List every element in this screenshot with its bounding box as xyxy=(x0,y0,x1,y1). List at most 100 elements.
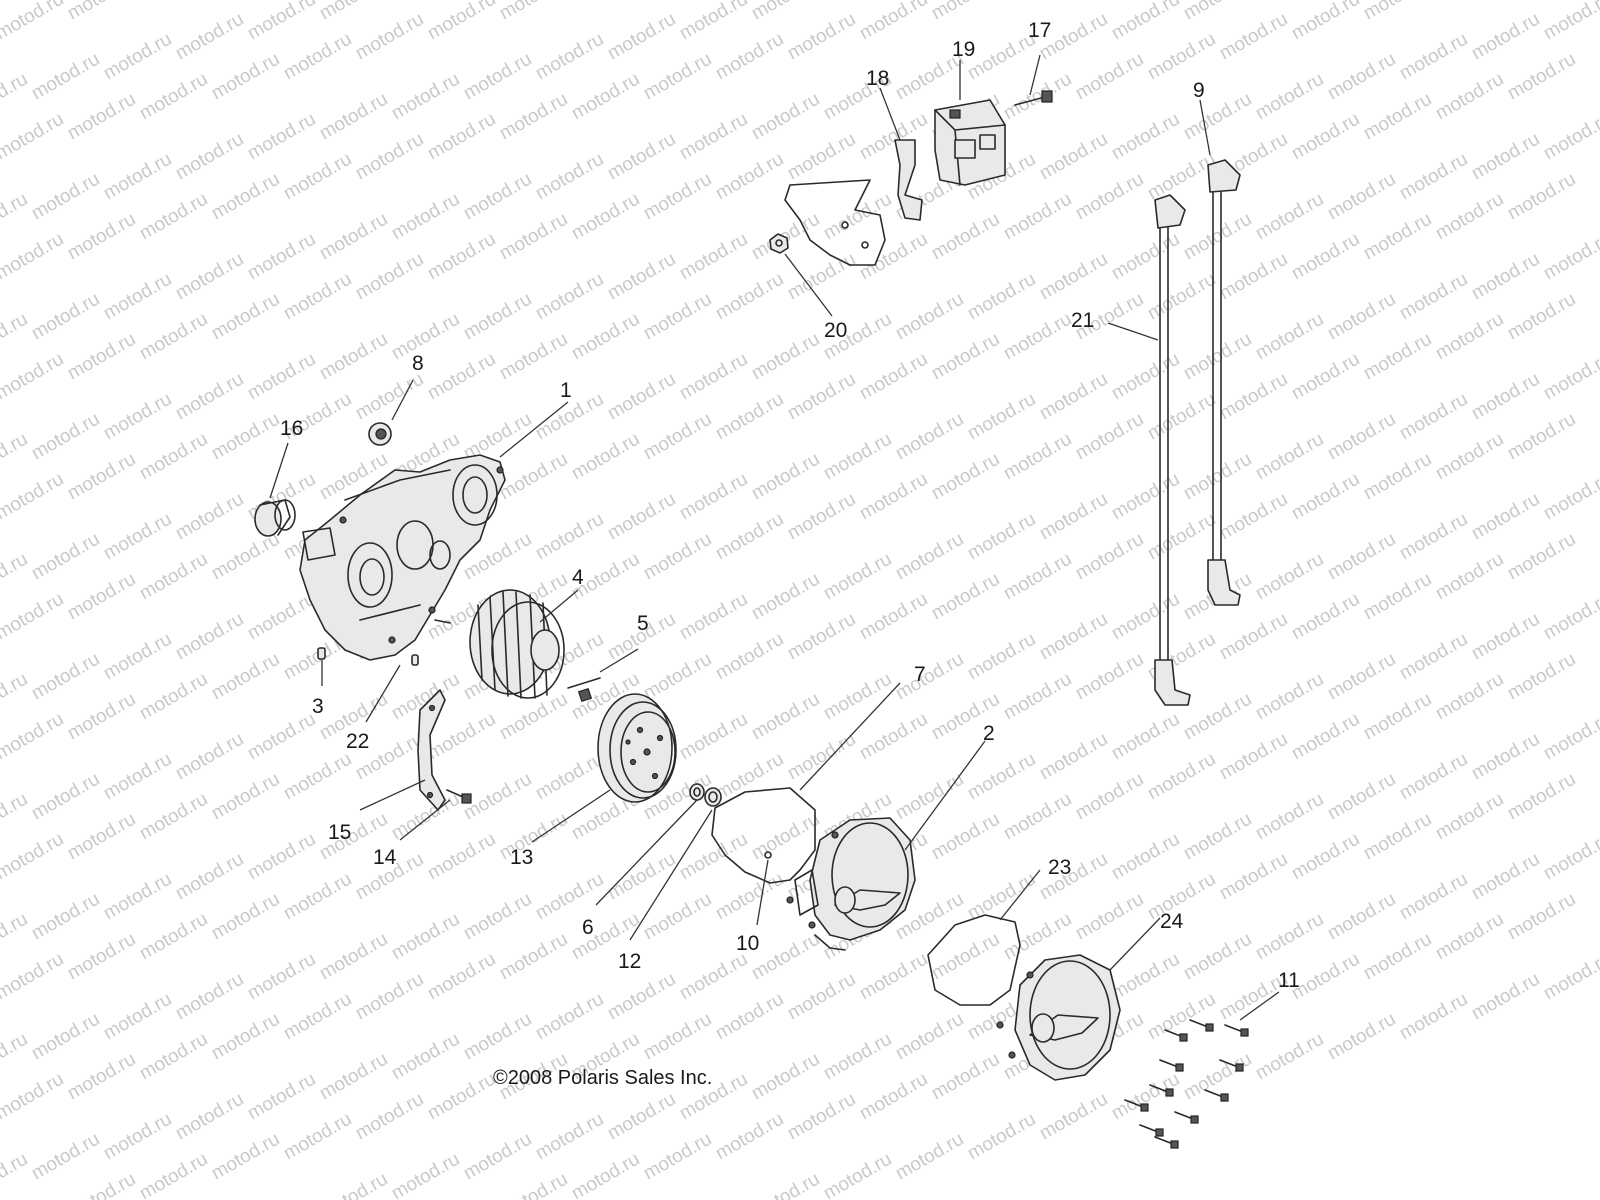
watermark-text: motod.ru xyxy=(820,1029,895,1085)
watermark-text: motod.ru xyxy=(532,29,607,85)
watermark-text: motod.ru xyxy=(856,229,931,285)
watermark-text: motod.ru xyxy=(136,189,211,245)
watermark-text: motod.ru xyxy=(136,0,211,4)
watermark-text: motod.ru xyxy=(1144,749,1219,805)
watermark-text: motod.ru xyxy=(64,449,139,505)
watermark-text: motod.ru xyxy=(1252,909,1327,965)
watermark-text: motod.ru xyxy=(856,709,931,765)
watermark-text: motod.ru xyxy=(1036,609,1111,665)
watermark-text: motod.ru xyxy=(1252,1029,1327,1085)
watermark-text: motod.ru xyxy=(1180,1049,1255,1105)
watermark-text: motod.ru xyxy=(64,1049,139,1105)
watermark-text: motod.ru xyxy=(712,149,787,205)
watermark-text: motod.ru xyxy=(928,449,1003,505)
part-4-stator xyxy=(469,589,565,699)
watermark-text: motod.ru xyxy=(316,929,391,985)
watermark-text: motod.ru xyxy=(1072,409,1147,465)
watermark-text: motod.ru xyxy=(676,709,751,765)
watermark-text: motod.ru xyxy=(712,629,787,685)
watermark-text: motod.ru xyxy=(1252,789,1327,845)
watermark-text: motod.ru xyxy=(1324,49,1399,105)
watermark-text: motod.ru xyxy=(172,609,247,665)
watermark-text: motod.ru xyxy=(1108,229,1183,285)
watermark-text: motod.ru xyxy=(1432,549,1507,605)
watermark-text: motod.ru xyxy=(604,369,679,425)
watermark-text: motod.ru xyxy=(0,589,67,645)
watermark-text: motod.ru xyxy=(0,949,67,1005)
watermark-text: motod.ru xyxy=(1216,609,1291,665)
watermark-text: motod.ru xyxy=(1504,49,1579,105)
watermark-text: motod.ru xyxy=(100,989,175,1045)
watermark-text: motod.ru xyxy=(1144,389,1219,445)
callout-8: 8 xyxy=(412,352,424,375)
watermark-text: motod.ru xyxy=(1360,689,1435,745)
watermark-text: motod.ru xyxy=(1540,949,1600,1005)
watermark-text: motod.ru xyxy=(424,229,499,285)
watermark-text: motod.ru xyxy=(1000,429,1075,485)
watermark-text: motod.ru xyxy=(64,689,139,745)
watermark-text: motod.ru xyxy=(1324,649,1399,705)
watermark-text: motod.ru xyxy=(1504,289,1579,345)
watermark-text: motod.ru xyxy=(0,69,31,125)
watermark-text: motod.ru xyxy=(892,289,967,345)
watermark-text: motod.ru xyxy=(64,569,139,625)
watermark-text: motod.ru xyxy=(388,1149,463,1200)
watermark-text: motod.ru xyxy=(28,409,103,465)
watermark-text: motod.ru xyxy=(172,489,247,545)
watermark-text: motod.ru xyxy=(1036,249,1111,305)
watermark-text: motod.ru xyxy=(1036,729,1111,785)
watermark-text: motod.ru xyxy=(1324,289,1399,345)
watermark-text: motod.ru xyxy=(604,1089,679,1145)
watermark-text: motod.ru xyxy=(1432,0,1507,4)
watermark-text: motod.ru xyxy=(208,889,283,945)
watermark-text: motod.ru xyxy=(532,1109,607,1165)
watermark-text: motod.ru xyxy=(1504,649,1579,705)
callout-10: 10 xyxy=(736,932,759,955)
watermark-text: motod.ru xyxy=(280,869,355,925)
callout-labels: 1 2 3 4 5 6 7 8 9 10 11 12 13 14 15 16 1… xyxy=(280,19,1300,992)
watermark-text: motod.ru xyxy=(1180,809,1255,865)
watermark-text: motod.ru xyxy=(280,749,355,805)
watermark-text: motod.ru xyxy=(460,889,535,945)
watermark-text: motod.ru xyxy=(244,349,319,405)
watermark-text: motod.ru xyxy=(1036,129,1111,185)
watermark-text: motod.ru xyxy=(856,949,931,1005)
watermark-text: motod.ru xyxy=(1396,629,1471,685)
watermark-text: motod.ru xyxy=(1324,409,1399,465)
watermark-text: motod.ru xyxy=(0,709,67,765)
watermark-text: motod.ru xyxy=(784,489,859,545)
watermark-text: motod.ru xyxy=(964,269,1039,325)
watermark-text: motod.ru xyxy=(712,869,787,925)
watermark-text: motod.ru xyxy=(964,389,1039,445)
watermark-text: motod.ru xyxy=(0,1069,67,1125)
watermark-text: motod.ru xyxy=(1180,0,1255,24)
watermark-text: motod.ru xyxy=(352,9,427,65)
watermark-text: motod.ru xyxy=(1504,889,1579,945)
part-12-nut xyxy=(704,787,722,807)
watermark-text: motod.ru xyxy=(1360,209,1435,265)
watermark-text: motod.ru xyxy=(460,289,535,345)
watermark-text: motod.ru xyxy=(1432,429,1507,485)
watermark-text: motod.ru xyxy=(1468,9,1543,65)
watermark-text: motod.ru xyxy=(244,589,319,645)
watermark-text: motod.ru xyxy=(892,529,967,585)
watermark-text: motod.ru xyxy=(0,309,31,365)
watermark-text: motod.ru xyxy=(64,329,139,385)
watermark-text: motod.ru xyxy=(964,1109,1039,1165)
watermark-text: motod.ru xyxy=(496,329,571,385)
watermark-text: motod.ru xyxy=(712,269,787,325)
watermark-text: motod.ru xyxy=(1504,409,1579,465)
watermark-text: motod.ru xyxy=(280,269,355,325)
watermark-text: motod.ru xyxy=(1288,469,1363,525)
watermark-text: motod.ru xyxy=(1396,149,1471,205)
watermark-text: motod.ru xyxy=(748,449,823,505)
watermark-text: motod.ru xyxy=(1468,129,1543,185)
watermark-text: motod.ru xyxy=(1000,309,1075,365)
watermark-text: motod.ru xyxy=(1252,0,1327,4)
watermark-text: motod.ru xyxy=(1396,749,1471,805)
watermark-text: motod.ru xyxy=(1072,889,1147,945)
watermark-text: motod.ru xyxy=(28,889,103,945)
watermark-text: motod.ru xyxy=(1144,269,1219,325)
part-16-seal xyxy=(254,499,296,537)
